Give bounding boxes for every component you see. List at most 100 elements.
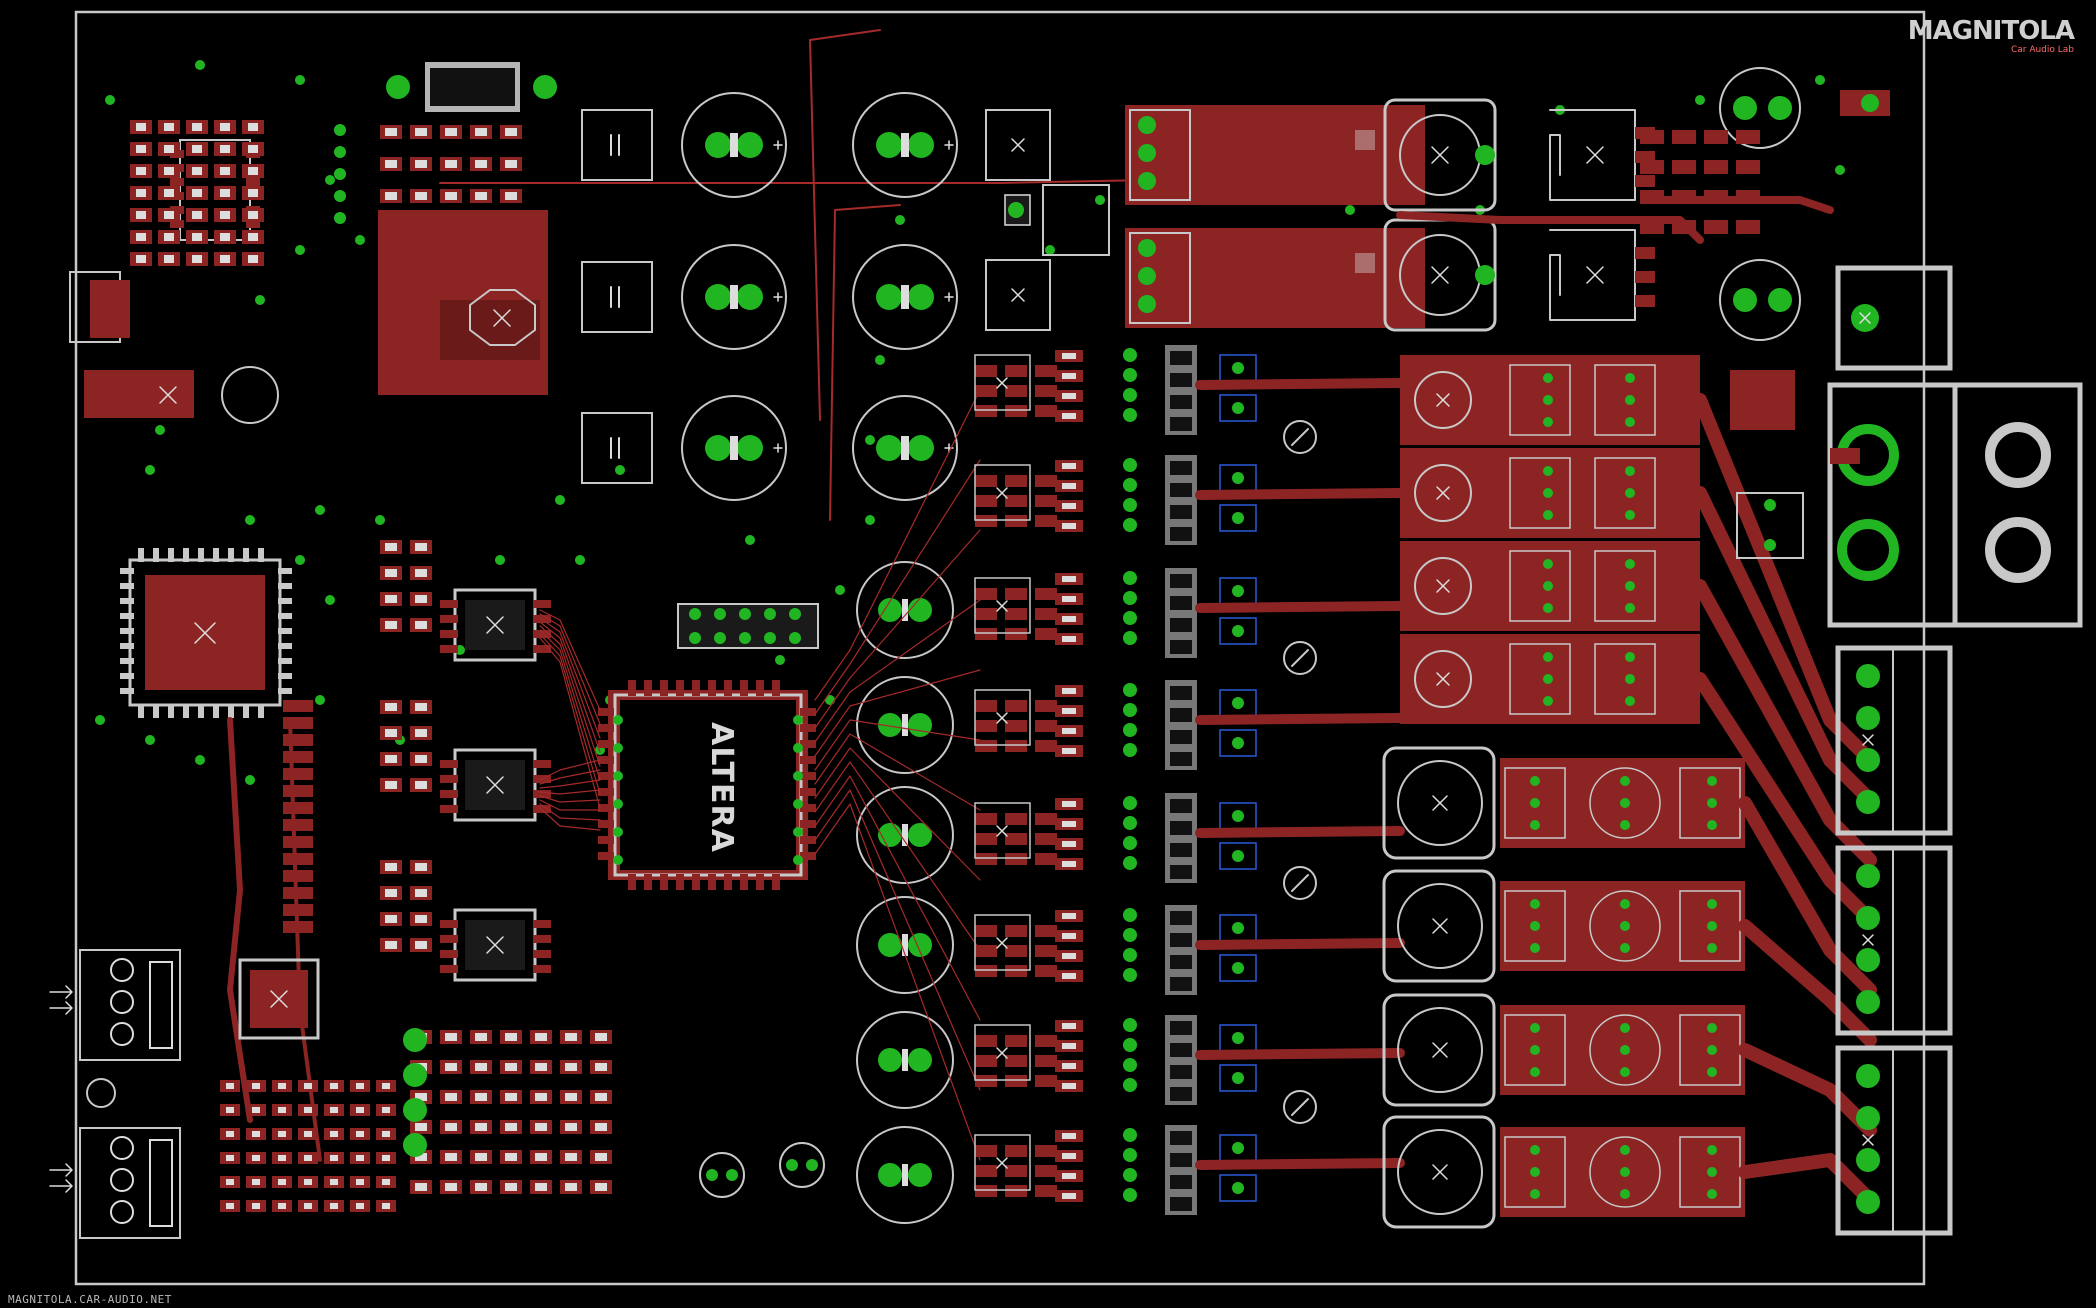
fpga-via — [793, 827, 803, 837]
output-via — [1620, 1067, 1630, 1077]
output-cap-square — [1594, 364, 1656, 436]
electrolytic-cap-outline — [856, 896, 954, 994]
header-pin — [739, 632, 751, 644]
diode-pad — [386, 75, 410, 99]
smd-pad-tr — [1640, 160, 1664, 174]
fpga-pin-top — [708, 680, 716, 696]
fpga-trace-right — [814, 775, 981, 1021]
amp-transistor-cell — [1170, 1021, 1192, 1035]
amp-smd-pad — [975, 588, 997, 600]
amp-smd-pad — [975, 945, 997, 957]
fpga-trace-right — [814, 389, 981, 701]
amp-smd-pad — [1035, 475, 1057, 487]
via — [295, 75, 305, 85]
amp-smd-pad — [1005, 628, 1027, 640]
smd-body-bc — [565, 1063, 577, 1071]
output-inductor-mark — [1432, 918, 1448, 934]
fpga-pin-bottom — [692, 874, 700, 890]
output-via — [1543, 603, 1553, 613]
fpga-trace-right — [814, 719, 981, 771]
amp-smd-pad — [975, 853, 997, 865]
qfp-left-pin — [258, 548, 264, 562]
amp-via — [1123, 631, 1137, 645]
mosfet-pad — [1138, 239, 1156, 257]
smd-body-bc — [415, 1153, 427, 1161]
soic-pin — [440, 630, 458, 638]
amp-smd-pad — [1035, 740, 1057, 752]
output-inductor-circle — [1397, 883, 1483, 969]
smd-body-mid — [385, 569, 397, 577]
fpga-pin-right — [800, 724, 816, 732]
amp-cap-pad — [1232, 962, 1244, 974]
smd-body-bc — [415, 1093, 427, 1101]
smd-body-mid — [415, 781, 427, 789]
smd-body-bc — [535, 1183, 547, 1191]
amp-cap-outline — [1219, 617, 1257, 645]
amp-smd-pad — [1035, 608, 1057, 620]
qfp-left-pin — [138, 548, 144, 562]
smd-pad-tr — [1672, 190, 1696, 204]
smd-body — [248, 167, 258, 175]
fpga-trace-left — [539, 795, 601, 803]
smd-pad-tr — [1704, 190, 1728, 204]
smd-body-bc — [505, 1123, 517, 1131]
output-via — [1625, 581, 1635, 591]
amp-resistor-body — [1062, 933, 1076, 939]
electrolytic-cap-outline — [856, 676, 954, 774]
via — [495, 555, 505, 565]
via — [1095, 195, 1105, 205]
qfp-left-pin — [120, 598, 134, 604]
output-trace — [1693, 393, 1877, 767]
amp-via — [1123, 928, 1137, 942]
output-cap-square — [1594, 457, 1656, 529]
smd-pad-tr — [1672, 130, 1696, 144]
smd-body — [136, 123, 146, 131]
smd-body — [248, 233, 258, 241]
soic-pin — [533, 950, 551, 958]
qfp-left-pin — [228, 548, 234, 562]
polarity-mark — [773, 443, 783, 453]
via — [195, 755, 205, 765]
fpga-via — [793, 715, 803, 725]
smd-body-bl — [382, 1203, 390, 1209]
power-terminal-2 — [1952, 382, 2083, 628]
fpga-trace-left — [539, 769, 601, 785]
via — [245, 775, 255, 785]
smd-body-bl — [304, 1179, 312, 1185]
speaker-terminal-mark — [1862, 934, 1874, 946]
amp-transistor-cell — [1170, 1131, 1192, 1145]
amp-smd-pad — [975, 385, 997, 397]
speaker-terminal-pad — [1856, 1148, 1880, 1172]
electrolytic-cap-pad — [908, 1048, 932, 1072]
speaker-terminal-pad — [1856, 790, 1880, 814]
fpga-via — [793, 743, 803, 753]
jack-pin — [110, 1200, 134, 1224]
smd-body-bc — [505, 1033, 517, 1041]
fpga-trace-left — [539, 779, 601, 789]
smd-body — [136, 255, 146, 263]
amp-output-trace — [1195, 601, 1405, 613]
small-cap-pad — [806, 1159, 818, 1171]
via — [95, 715, 105, 725]
via — [865, 435, 875, 445]
cap-top-right — [1719, 67, 1801, 149]
resistor-column-pad — [283, 785, 313, 797]
via — [155, 425, 165, 435]
amp-via — [1123, 388, 1137, 402]
smd-body-tc — [475, 192, 487, 200]
amp-transistor-cell — [1170, 865, 1192, 879]
amp-smd-pad — [975, 813, 997, 825]
smd-body-bl — [278, 1131, 286, 1137]
fpga-pin-right — [800, 804, 816, 812]
amp-ic-mark — [996, 377, 1008, 389]
output-trace — [1738, 919, 1877, 1047]
electrolytic-cap-outline — [681, 395, 787, 501]
mount-hole-left — [86, 1078, 116, 1108]
qfp-left-pin — [138, 704, 144, 718]
header-pin — [334, 190, 346, 202]
output-inductor-square — [1382, 1115, 1496, 1229]
smd-pad-tr — [1640, 130, 1664, 144]
electrolytic-cap-plate — [902, 714, 908, 736]
input-jack-outline — [79, 1127, 181, 1239]
amp-smd-pad — [1005, 1145, 1027, 1157]
